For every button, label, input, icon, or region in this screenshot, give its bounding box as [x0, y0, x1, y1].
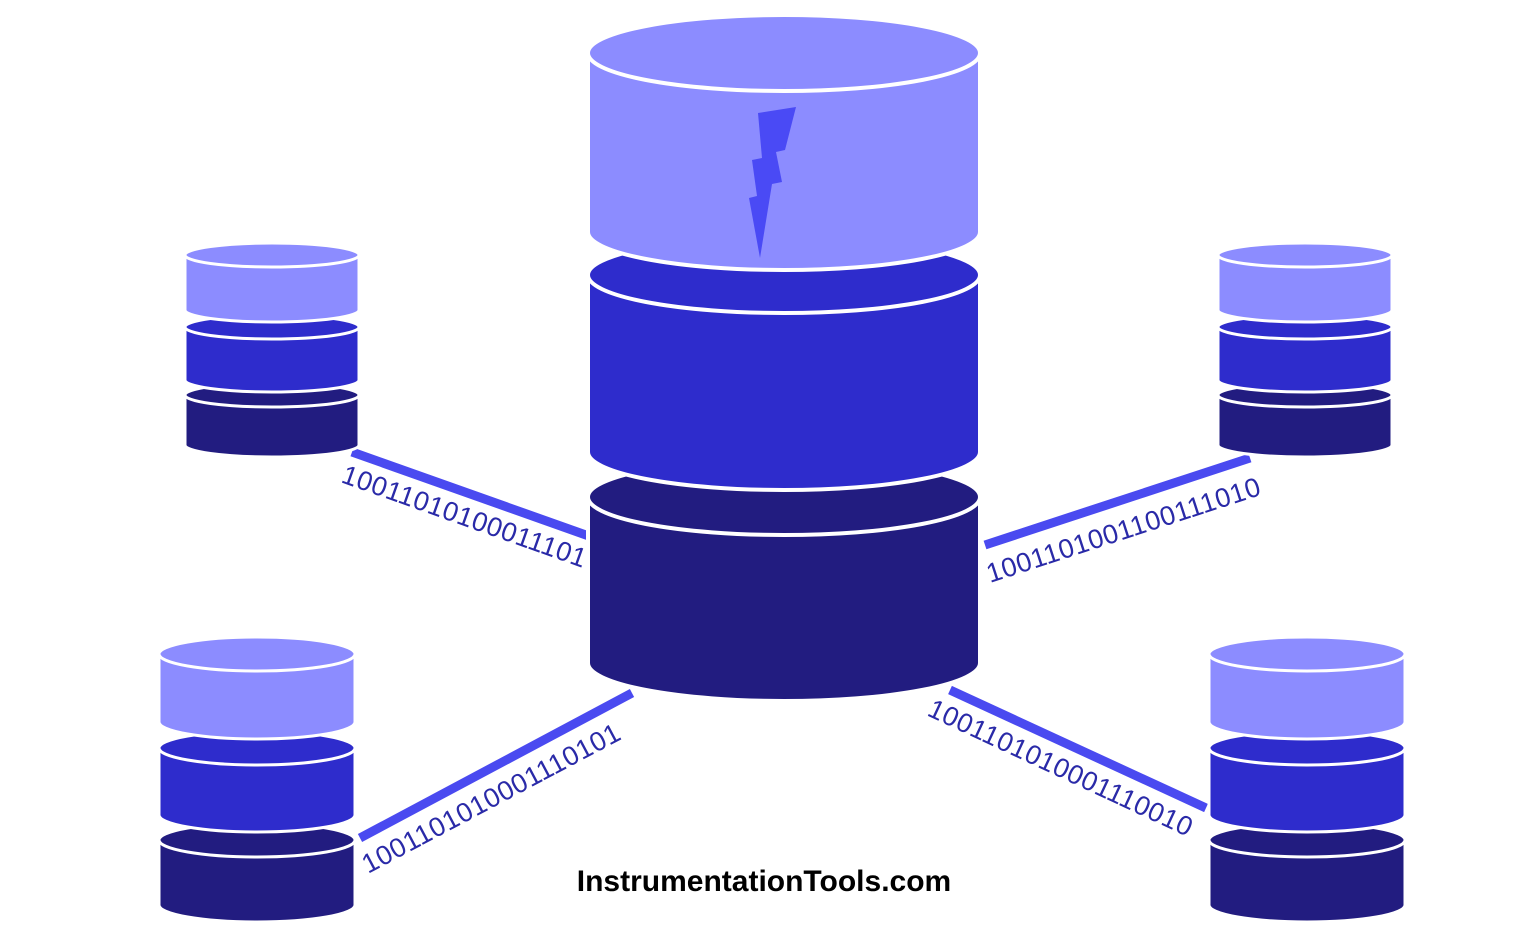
- database-icon-top-left: [183, 241, 361, 459]
- link-line-bottom-right: [948, 685, 1208, 813]
- link-line-bottom-left: [357, 689, 635, 842]
- watermark-text: InstrumentationTools.com: [577, 865, 951, 898]
- sat-bottom-right-layer-top-top: [1207, 635, 1407, 673]
- central-database-icon: [586, 13, 982, 703]
- sat-bottom-left-layer-middle-body: [157, 746, 357, 834]
- link-line-top-left: [350, 447, 602, 545]
- database-icon-bottom-right: [1207, 635, 1407, 924]
- binary-label-bottom-left: 1001101010001110101: [357, 717, 626, 879]
- sat-bottom-right-layer-middle-body: [1207, 746, 1407, 834]
- binary-label-bottom-right: 1001101010001110010: [923, 693, 1197, 842]
- sat-top-left-layer-middle-body: [183, 325, 361, 394]
- sat-top-right-layer-top-top: [1216, 241, 1394, 269]
- link-line-top-right: [983, 453, 1252, 550]
- connection-lines: [350, 447, 1252, 842]
- central-layer-top-body: [586, 51, 982, 272]
- central-layer-bottom-body: [586, 495, 982, 703]
- sat-top-right-layer-middle-body: [1216, 325, 1394, 394]
- sat-top-right-layer-bottom-body: [1216, 393, 1394, 459]
- database-icon-top-right: [1216, 241, 1394, 459]
- sat-bottom-right-layer-bottom-body: [1207, 838, 1407, 924]
- sat-bottom-left-layer-bottom-body: [157, 838, 357, 924]
- sat-top-left-layer-bottom-body: [183, 393, 361, 459]
- central-layer-top-top: [586, 13, 982, 93]
- central-layer-middle-body: [586, 273, 982, 492]
- sat-top-left-layer-top-top: [183, 241, 361, 269]
- database-icon-bottom-left: [157, 635, 357, 924]
- lightning-bolt-icon: [749, 107, 796, 258]
- sat-bottom-left-layer-top-body: [157, 652, 357, 741]
- sat-top-left-layer-top-body: [183, 253, 361, 324]
- sat-bottom-left-layer-top-top: [157, 635, 357, 673]
- sat-bottom-right-layer-top-body: [1207, 652, 1407, 741]
- sat-top-right-layer-top-body: [1216, 253, 1394, 324]
